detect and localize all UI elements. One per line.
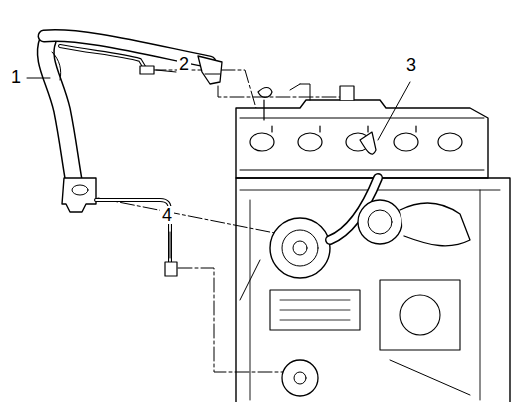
- callout-number: 3: [404, 56, 418, 74]
- callout-number: 2: [177, 55, 191, 73]
- callout-number: 1: [9, 68, 23, 86]
- callout-number: 4: [160, 206, 174, 224]
